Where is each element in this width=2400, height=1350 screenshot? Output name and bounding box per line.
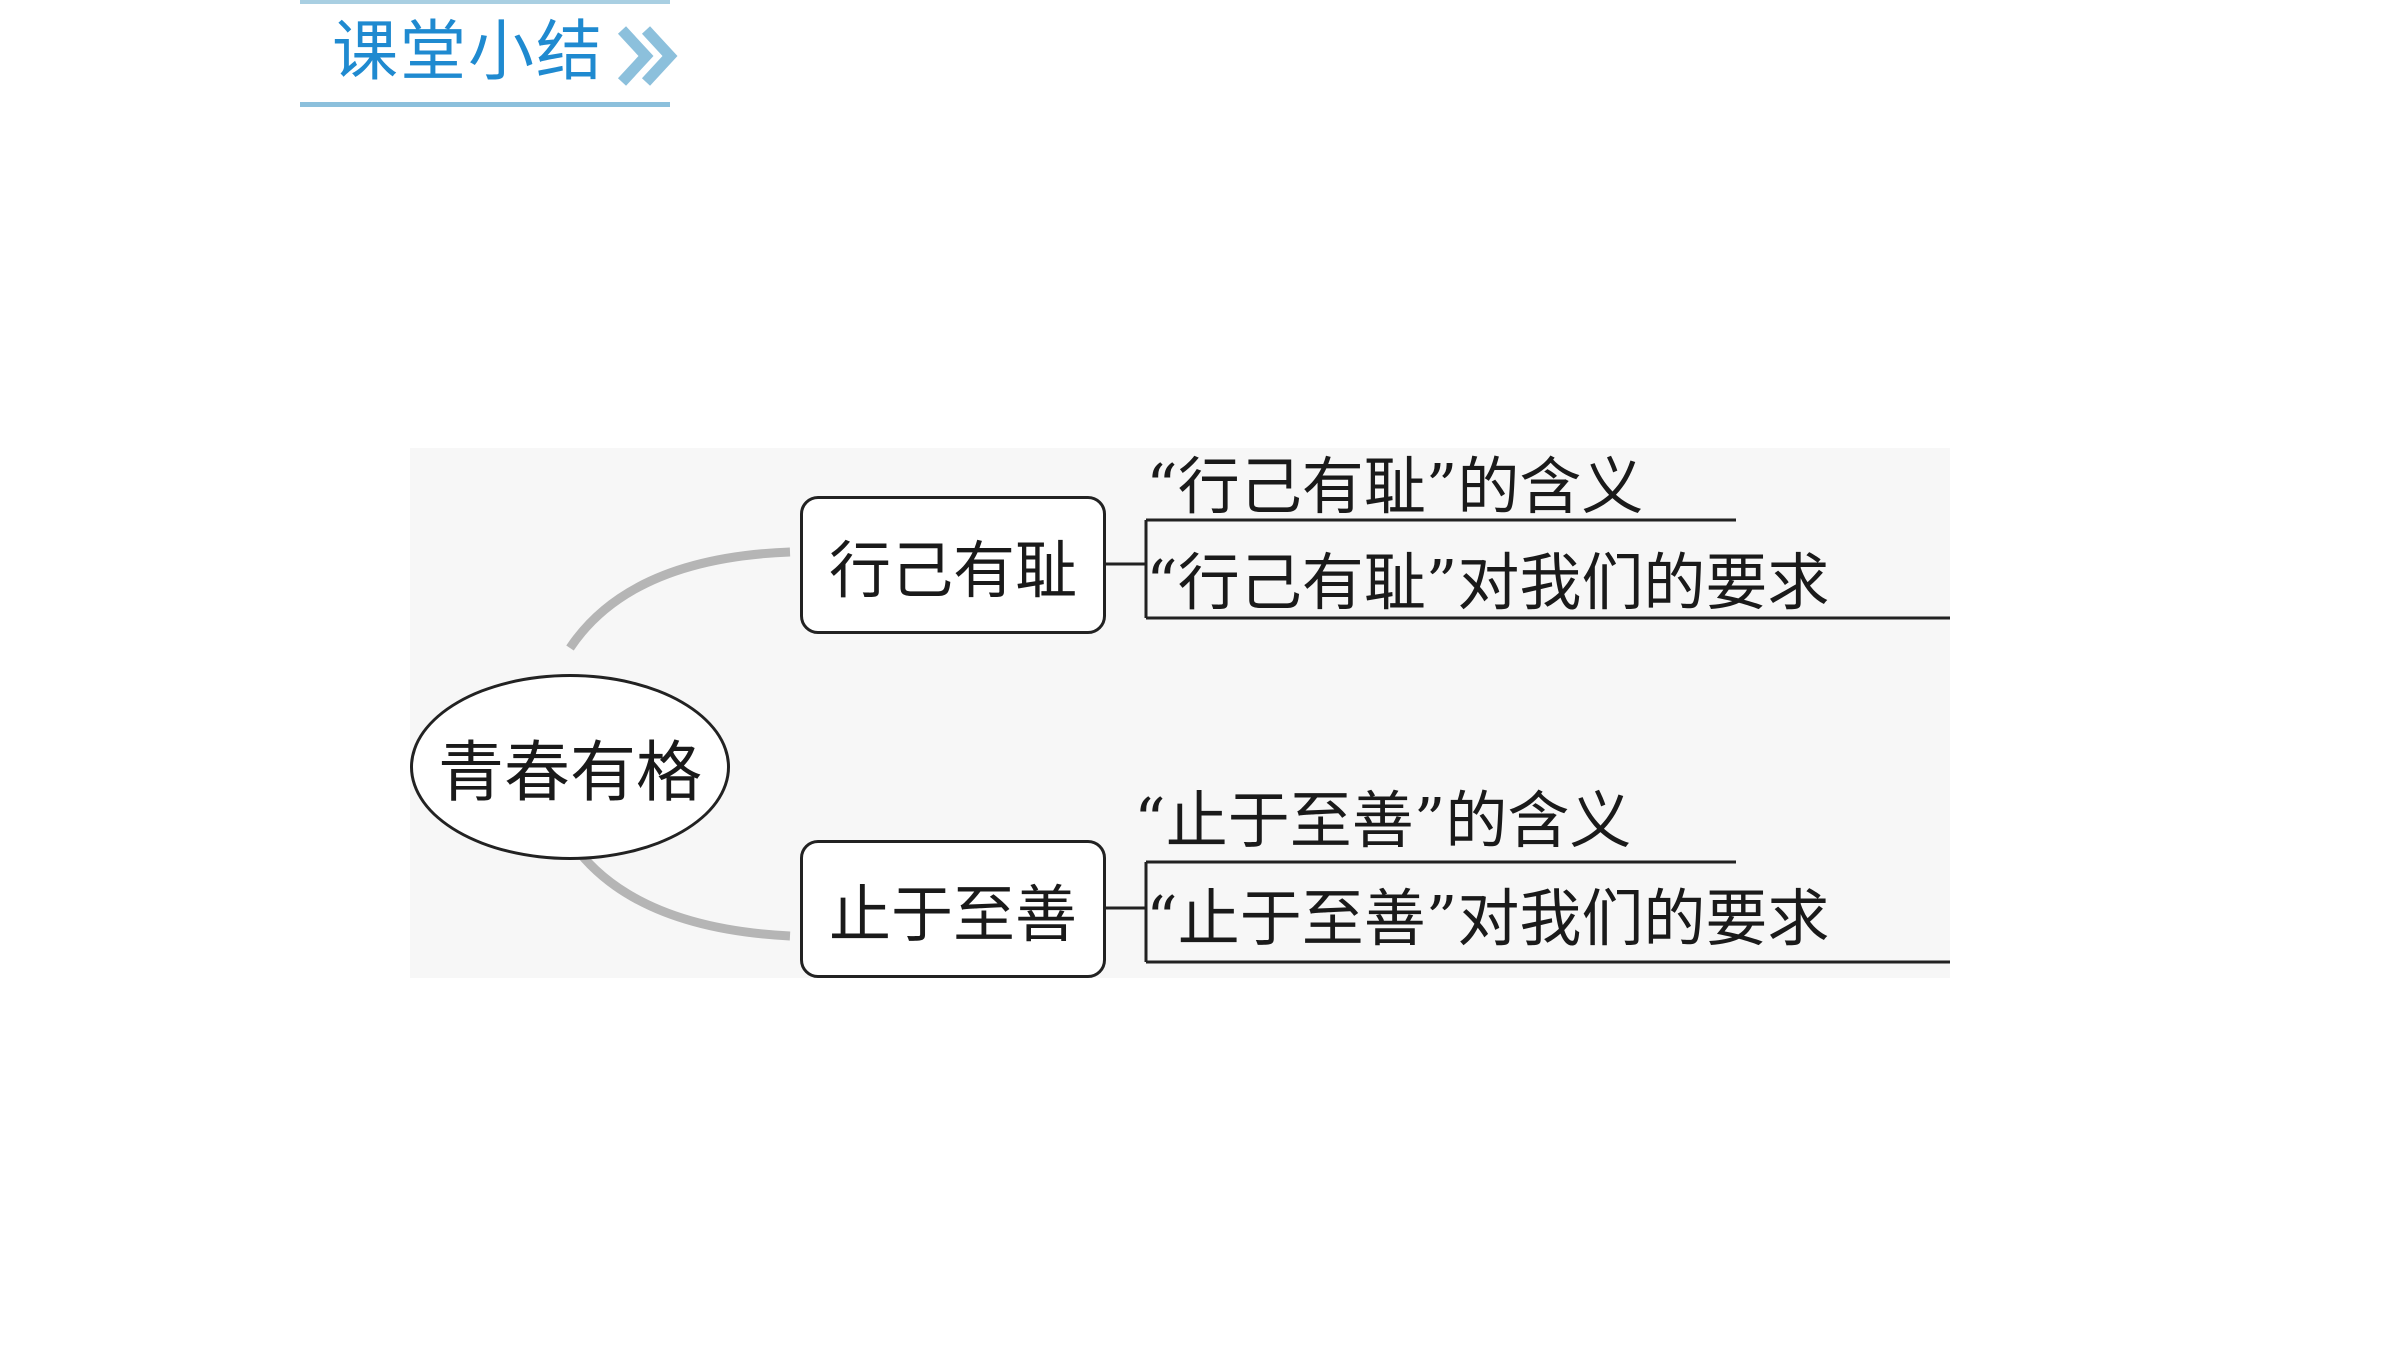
leaf-1-2: “行己有耻”对我们的要求	[1146, 546, 1830, 619]
mind-map: 青春有格 行己有耻 止于至善 “行己有耻”的含义 “行己有耻”对我们的要求 “止…	[410, 448, 1950, 978]
section-title: 课堂小结	[332, 13, 604, 90]
leaf-2-2: “止于至善”对我们的要求	[1146, 882, 1830, 955]
header-underline	[300, 102, 670, 107]
double-chevron-right-icon	[617, 26, 678, 86]
root-node: 青春有格	[410, 674, 730, 860]
branch-node-1: 行己有耻	[800, 496, 1106, 634]
leaf-1-1: “行己有耻”的含义	[1146, 450, 1644, 523]
leaf-2-1: “止于至善”的含义	[1134, 784, 1632, 857]
connector-lines	[566, 518, 1950, 964]
section-header: 课堂小结	[300, 0, 680, 112]
branch-node-2: 止于至善	[800, 840, 1106, 978]
connector-curve-upper	[566, 547, 791, 651]
connector-curve-lower	[566, 837, 791, 941]
header-top-line	[300, 0, 670, 4]
